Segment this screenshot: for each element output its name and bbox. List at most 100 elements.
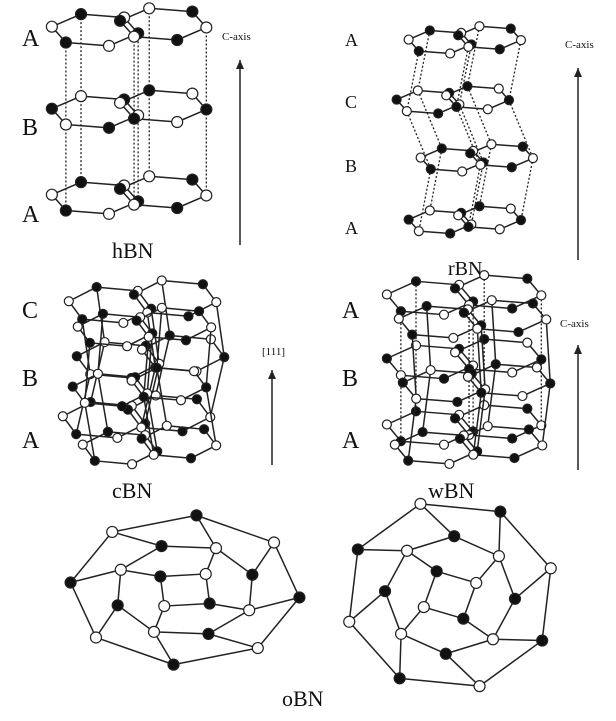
boron-atom: [126, 459, 138, 470]
bond: [215, 547, 253, 576]
bond: [65, 123, 110, 129]
nitrogen-atom: [71, 351, 82, 362]
nitrogen-atom: [143, 84, 156, 97]
boron-atom: [486, 633, 500, 646]
nitrogen-atom: [536, 634, 549, 647]
nitrogen-atom: [67, 381, 78, 392]
nitrogen-atom: [200, 103, 213, 116]
boron-atom: [200, 189, 213, 202]
boron-atom: [473, 680, 486, 693]
nitrogen-atom: [71, 429, 82, 440]
boron-atom: [89, 631, 103, 644]
bond: [399, 677, 480, 687]
bond: [112, 531, 162, 547]
bond: [495, 363, 537, 369]
bond: [415, 410, 460, 416]
boron-atom: [544, 562, 557, 575]
hbn-axis-label: C-axis: [222, 31, 251, 43]
hbn-c-axis-arrow-head: [236, 60, 244, 69]
nitrogen-atom: [203, 597, 216, 610]
boron-atom: [417, 600, 430, 614]
bond: [357, 548, 408, 552]
nitrogen-atom: [407, 329, 418, 340]
boron-atom: [531, 362, 543, 373]
boron-atom: [126, 375, 137, 386]
bond: [76, 433, 118, 439]
bond: [484, 404, 528, 410]
nitrogen-atom: [439, 647, 452, 660]
boron-atom: [188, 366, 200, 377]
bond: [120, 545, 162, 571]
boron-atom: [211, 440, 222, 451]
boron-atom: [515, 35, 527, 46]
bond: [68, 286, 97, 302]
boron-atom: [343, 615, 356, 628]
bond: [417, 90, 443, 149]
bond: [273, 542, 301, 598]
boron-atom: [486, 295, 497, 306]
nitrogen-atom: [430, 565, 443, 578]
nitrogen-atom: [154, 570, 167, 583]
nitrogen-atom: [506, 162, 517, 173]
bond: [65, 209, 110, 215]
bond: [146, 393, 158, 452]
boron-atom: [536, 420, 547, 431]
wbn-axis-label: C-axis: [560, 318, 589, 330]
bond: [141, 426, 183, 433]
cbn-title: cBN: [112, 478, 152, 503]
hbn-title: hBN: [112, 238, 154, 263]
bond: [545, 319, 552, 384]
bond: [406, 110, 432, 170]
wbn-c-axis-arrow-head: [574, 345, 582, 354]
boron-atom: [158, 599, 171, 613]
nitrogen-atom: [449, 283, 461, 294]
bond: [81, 319, 91, 375]
boron-atom: [45, 20, 58, 33]
nitrogen-atom: [219, 352, 230, 363]
boron-atom: [72, 321, 83, 332]
nitrogen-atom: [522, 403, 533, 414]
nitrogen-atom: [185, 453, 197, 464]
nitrogen-atom: [193, 306, 205, 317]
nitrogen-atom: [164, 330, 175, 341]
bond: [467, 85, 499, 90]
bond: [166, 425, 205, 430]
bond: [416, 397, 458, 403]
nitrogen-atom: [191, 394, 203, 405]
boron-atom: [482, 421, 493, 432]
bond: [490, 300, 497, 365]
bond: [511, 358, 542, 374]
nitrogen-atom: [451, 101, 462, 112]
bond: [161, 545, 217, 549]
bond: [386, 410, 417, 426]
boron-atom: [507, 367, 518, 378]
nitrogen-atom: [190, 509, 203, 522]
bond: [430, 168, 463, 173]
nitrogen-atom: [410, 276, 422, 287]
nitrogen-atom: [127, 112, 141, 125]
nitrogen-atom: [89, 455, 100, 466]
wbn-layer-label: A: [342, 298, 360, 324]
nitrogen-atom: [116, 401, 128, 412]
bond: [511, 294, 542, 310]
boron-atom: [527, 153, 539, 164]
nitrogen-atom: [151, 362, 162, 373]
nitrogen-atom: [449, 413, 461, 424]
nitrogen-atom: [413, 46, 424, 57]
boron-atom: [412, 85, 423, 96]
nitrogen-atom: [391, 94, 402, 105]
wbn-layer-label: A: [342, 428, 360, 454]
bond: [445, 638, 494, 655]
bond: [156, 367, 195, 372]
hbn-layer-label: A: [22, 26, 40, 52]
bond: [514, 567, 552, 600]
cbn-axis-label: [111]: [262, 346, 285, 358]
nitrogen-atom: [351, 543, 364, 556]
bond: [418, 50, 451, 55]
bond: [249, 596, 300, 611]
obn-title: oBN: [282, 686, 324, 711]
bond: [484, 274, 528, 280]
nitrogen-atom: [180, 335, 192, 346]
boron-atom: [415, 152, 426, 163]
bond: [95, 604, 119, 638]
